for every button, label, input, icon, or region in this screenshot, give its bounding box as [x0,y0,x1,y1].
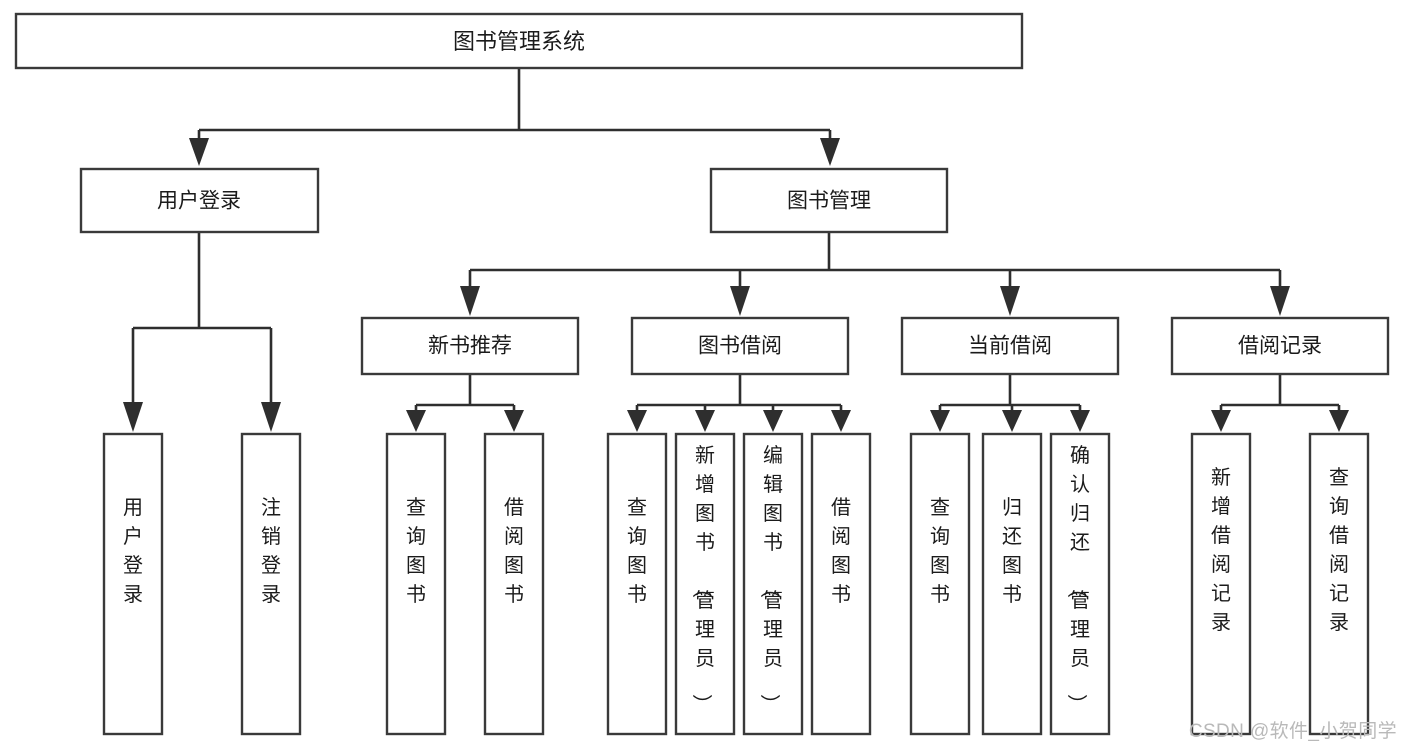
leaf-user-login-label: 用户登录 [123,497,143,606]
arrow-head-leaf-edit-book [763,410,783,432]
node-borrow-record[interactable]: 借阅记录 [1170,316,1390,376]
node-new-book-recommend[interactable]: 新书推荐 [360,316,580,376]
leaf-node-return-book[interactable]: 归还图书 [981,432,1043,736]
arrow-head-leaf-query-record [1329,410,1349,432]
leaf-add-record-label: 新增借阅记录 [1211,466,1231,634]
leaf-query-book-1-label: 查询图书 [406,496,426,606]
arrow-head-borrow-record [1270,286,1290,316]
leaf-logout-label: 注销登录 [261,496,281,606]
leaf-node-add-record[interactable]: 新增借阅记录 [1190,432,1252,736]
node-book-borrow-box[interactable] [630,316,850,376]
leaf-query-book-1-box[interactable] [385,432,447,736]
leaf-node-query-record[interactable]: 查询借阅记录 [1308,432,1370,736]
leaf-add-book-label: 新增图书（管理员） [690,444,715,714]
leaf-confirm-return-box[interactable] [1049,432,1111,736]
leaf-query-book-3-box[interactable] [909,432,971,736]
arrow-head-leaf-borrow-book-2 [831,410,851,432]
leaf-borrow-book-1-box[interactable] [483,432,545,736]
leaf-node-edit-book[interactable]: 编辑图书（管理员） [742,432,804,736]
arrow-head-new-book-recommend [460,286,480,316]
leaf-edit-book-box[interactable] [742,432,804,736]
node-current-borrow[interactable]: 当前借阅 [900,316,1120,376]
leaf-return-book-label: 归还图书 [1002,496,1022,606]
arrow-head-leaf-query-book-3 [930,410,950,432]
node-borrow-record-box[interactable] [1170,316,1390,376]
arrow-head-book-management [820,138,840,166]
leaf-confirm-return-label: 确认归还（管理员） [1065,444,1090,714]
node-new-book-recommend-box[interactable] [360,316,580,376]
leaf-borrow-book-1-label: 借阅图书 [504,496,524,606]
leaf-node-logout[interactable]: 注销登录 [240,432,302,736]
node-user-login[interactable]: 用户登录 [79,167,320,234]
csdn-watermark: CSDN @软件_小贺同学 [1188,721,1397,742]
leaf-query-record-label: 查询借阅记录 [1329,466,1349,634]
arrow-head-leaf-borrow-book-1 [504,410,524,432]
arrow-head-book-borrow [730,286,750,316]
leaf-node-confirm-return[interactable]: 确认归还（管理员） [1049,432,1111,736]
node-book-borrow[interactable]: 图书借阅 [630,316,850,376]
leaf-node-borrow-book-2[interactable]: 借阅图书 [810,432,872,736]
arrow-head-leaf-query-book-1 [406,410,426,432]
node-borrow-record-label: 借阅记录 [1238,335,1322,358]
arrow-head-leaf-user-login [123,402,143,432]
leaf-add-book-box[interactable] [674,432,736,736]
arrow-head-user-login [189,138,209,166]
leaf-query-book-3-label: 查询图书 [930,496,950,606]
arrow-head-leaf-query-book-2 [627,410,647,432]
leaf-query-record-box[interactable] [1308,432,1370,736]
arrow-head-leaf-add-book [695,410,715,432]
node-root-box[interactable] [14,12,1024,70]
arrow-head-current-borrow [1000,286,1020,316]
leaf-borrow-book-2-label: 借阅图书 [831,496,851,606]
node-current-borrow-label: 当前借阅 [968,335,1052,358]
leaf-query-book-2-label: 查询图书 [627,496,647,606]
connector-layer [123,68,1349,432]
node-root[interactable]: 图书管理系统 [14,12,1024,70]
node-new-book-recommend-label: 新书推荐 [428,335,512,358]
leaf-node-query-book-2[interactable]: 查询图书 [606,432,668,736]
leaf-logout-box[interactable] [240,432,302,736]
arrow-head-leaf-add-record [1211,410,1231,432]
leaf-node-borrow-book-1[interactable]: 借阅图书 [483,432,545,736]
leaf-node-query-book-3[interactable]: 查询图书 [909,432,971,736]
node-root-label: 图书管理系统 [453,29,585,54]
leaf-return-book-box[interactable] [981,432,1043,736]
node-book-borrow-label: 图书借阅 [698,335,782,358]
node-book-management[interactable]: 图书管理 [709,167,949,234]
node-user-login-label: 用户登录 [157,190,241,213]
leaf-edit-book-label: 编辑图书（管理员） [758,444,783,714]
leaf-node-query-book-1[interactable]: 查询图书 [385,432,447,736]
arrow-head-leaf-confirm-return [1070,410,1090,432]
arrow-head-leaf-return-book [1002,410,1022,432]
leaf-node-add-book[interactable]: 新增图书（管理员） [674,432,736,736]
node-current-borrow-box[interactable] [900,316,1120,376]
leaf-query-book-2-box[interactable] [606,432,668,736]
leaf-user-login-box[interactable] [102,432,164,736]
node-book-management-label: 图书管理 [787,190,871,213]
arrow-head-leaf-logout [261,402,281,432]
node-user-login-box[interactable] [79,167,320,234]
leaf-borrow-book-2-box[interactable] [810,432,872,736]
leaf-add-record-box[interactable] [1190,432,1252,736]
node-book-management-box[interactable] [709,167,949,234]
leaf-node-user-login[interactable]: 用户登录 [102,432,164,736]
